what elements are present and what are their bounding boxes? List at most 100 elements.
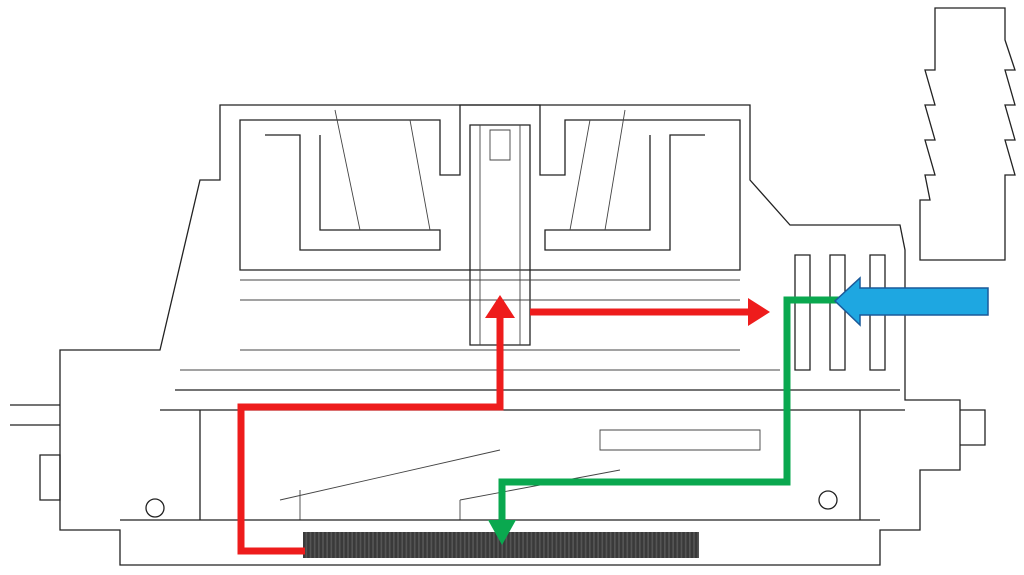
heatsink-fin <box>565 532 569 558</box>
heatsink-fin <box>632 532 635 558</box>
heatsink-fin <box>507 532 510 558</box>
heatsink-fin <box>598 532 602 558</box>
heatsink-fin <box>473 532 477 558</box>
heatsink-fin <box>428 532 431 558</box>
heatsink-fin <box>457 532 460 558</box>
heatsink-fin <box>661 532 664 558</box>
heatsink-fin <box>373 532 377 558</box>
heatsink-fin <box>611 532 614 558</box>
hot-flow-arrow <box>237 295 770 555</box>
heatsink-fin <box>578 532 581 558</box>
heatsink-fin <box>357 532 360 558</box>
inlet-flow-arrow <box>833 276 989 327</box>
heatsink-fin <box>544 532 548 558</box>
heatsink-fin <box>411 532 414 558</box>
heatsink-fin <box>536 532 539 558</box>
heatsink-fin <box>448 532 452 558</box>
heatsink-fin <box>469 532 473 558</box>
heatsink-fin <box>686 532 689 558</box>
heatsink-fin <box>623 532 627 558</box>
heatsink-fin <box>586 532 589 558</box>
heatsink-fin <box>336 532 339 558</box>
heatsink-fin <box>673 532 677 558</box>
heatsink-fin <box>669 532 673 558</box>
heatsink-fin <box>603 532 606 558</box>
heatsink-fin <box>465 532 469 558</box>
heatsink-fin <box>490 532 494 558</box>
heatsink-fin <box>569 532 573 558</box>
heatsink-fin <box>382 532 385 558</box>
heatsink-fin <box>628 532 631 558</box>
heatsink-fin <box>440 532 444 558</box>
heatsink-fin <box>461 532 464 558</box>
heatsink-fin <box>594 532 598 558</box>
heatsink-fin <box>644 532 648 558</box>
heatsink-fin <box>419 532 423 558</box>
heatsink-fin <box>369 532 373 558</box>
heatsink-fin <box>678 532 681 558</box>
heatsink-fin <box>640 532 644 558</box>
heatsink-fin <box>557 532 560 558</box>
heatsink-fin <box>648 532 652 558</box>
heatsink-fin <box>657 532 660 558</box>
heatsink-fin <box>682 532 685 558</box>
heatsink-fin <box>528 532 531 558</box>
heatsink-fin <box>303 532 306 558</box>
heatsink-fin <box>619 532 623 558</box>
heatsink-fin <box>365 532 369 558</box>
heatsink-fin <box>573 532 577 558</box>
heatsink-fin <box>394 532 398 558</box>
cool-flow-arrow <box>488 296 840 545</box>
heatsink-fin <box>315 532 319 558</box>
heatsink-fin <box>523 532 527 558</box>
heatsink-fin <box>582 532 585 558</box>
heatsink-fin <box>398 532 402 558</box>
heatsink-fin <box>361 532 364 558</box>
heatsink-fin <box>348 532 352 558</box>
heatsink-fin <box>503 532 506 558</box>
heatsink-fin <box>553 532 556 558</box>
heatsink-fin <box>307 532 310 558</box>
heatsink-fin <box>403 532 406 558</box>
housing-outline <box>10 7 1016 566</box>
heatsink-fin <box>607 532 610 558</box>
heatsink-fin <box>344 532 348 558</box>
heatsink-fin <box>407 532 410 558</box>
heatsink-fins <box>303 532 699 558</box>
heatsink-fin <box>340 532 344 558</box>
heatsink-fin <box>561 532 564 558</box>
heatsink-fin <box>432 532 435 558</box>
heatsink-fin <box>311 532 314 558</box>
heatsink-fin <box>390 532 394 558</box>
heatsink-fin <box>319 532 323 558</box>
heatsink-fin <box>423 532 427 558</box>
heatsink-fin <box>486 532 489 558</box>
heatsink-fin <box>590 532 594 558</box>
heatsink-fin <box>453 532 456 558</box>
heatsink-fin <box>328 532 331 558</box>
heatsink-fin <box>694 532 698 558</box>
heatsink-fin <box>532 532 535 558</box>
heatsink-fin <box>511 532 514 558</box>
heatsink-fin <box>482 532 485 558</box>
heatsink-fin <box>690 532 694 558</box>
heatsink-fin <box>323 532 327 558</box>
heatsink-fin <box>444 532 448 558</box>
heatsink-fin <box>636 532 639 558</box>
heatsink-fin <box>665 532 669 558</box>
heatsink-fin <box>478 532 481 558</box>
heatsink-fin <box>615 532 619 558</box>
heatsink-fin <box>540 532 544 558</box>
heatsink-fin <box>515 532 519 558</box>
heatsink-fin <box>548 532 552 558</box>
heatsink-fin <box>436 532 439 558</box>
heatsink-fin <box>415 532 419 558</box>
heatsink-fin <box>378 532 381 558</box>
heatsink-fin <box>494 532 498 558</box>
heatsink-fin <box>498 532 502 558</box>
heatsink-fin <box>353 532 356 558</box>
heatsink-fin <box>519 532 523 558</box>
heatsink-fin <box>653 532 656 558</box>
heatsink-fin <box>332 532 335 558</box>
